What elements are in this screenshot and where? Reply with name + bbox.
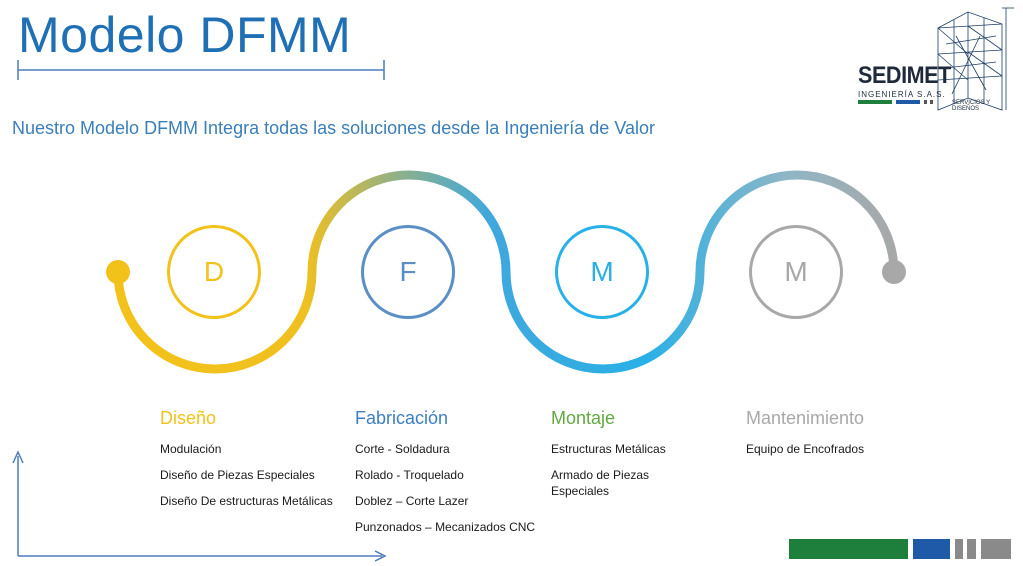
stage-item: Corte - Soldadura bbox=[355, 442, 450, 456]
circle-mantenimiento: M bbox=[749, 225, 843, 319]
stage-title: Montaje bbox=[551, 408, 616, 428]
stage-items: Modulación Diseño de Piezas Especiales D… bbox=[160, 441, 350, 509]
logo-structure-icon bbox=[858, 7, 1014, 111]
title-underline bbox=[17, 60, 385, 80]
stage-item: Rolado - Troquelado bbox=[355, 468, 464, 482]
stage-item: Equipo de Encofrados bbox=[746, 442, 865, 456]
brand-bar-green bbox=[789, 539, 908, 559]
timeline-start-dot bbox=[106, 260, 130, 284]
brand-bar-gray-3 bbox=[981, 539, 1011, 559]
stage-items: Equipo de Encofrados bbox=[746, 441, 936, 457]
stage-item: Estructuras Metálicas bbox=[551, 442, 666, 456]
stage-item: Punzonados – Mecanizados CNC bbox=[355, 520, 536, 534]
logo-services: SERVICIOS Y DISEÑOS bbox=[952, 100, 991, 112]
brand-bar-blue bbox=[913, 539, 950, 559]
brand-bar-gray-1 bbox=[955, 539, 963, 559]
circle-diseno: D bbox=[167, 225, 261, 319]
stage-items: Estructuras Metálicas Armado de Piezas E… bbox=[551, 441, 691, 499]
stage-mantenimiento: Mantenimiento Equipo de Encofrados bbox=[746, 408, 936, 467]
circle-montaje: M bbox=[555, 225, 649, 319]
page-title: Modelo DFMM bbox=[18, 7, 352, 63]
logo-tagline: INGENIERÍA S.A.S. bbox=[858, 90, 946, 99]
sedimet-logo: SEDIMET INGENIERÍA S.A.S. SERVICIOS Y DI… bbox=[856, 6, 1016, 116]
stage-item: Diseño De estructuras Metálicas bbox=[160, 494, 333, 508]
stage-montaje: Montaje Estructuras Metálicas Armado de … bbox=[551, 408, 691, 509]
stage-items: Corte - Soldadura Rolado - Troquelado Do… bbox=[355, 441, 545, 535]
stage-diseno: Diseño Modulación Diseño de Piezas Espec… bbox=[160, 408, 350, 519]
axis-arrows bbox=[12, 450, 387, 562]
stage-item: Diseño de Piezas Especiales bbox=[160, 468, 315, 482]
stage-title: Mantenimiento bbox=[746, 408, 865, 428]
logo-name: SEDIMET bbox=[858, 62, 951, 89]
subtitle: Nuestro Modelo DFMM Integra todas las so… bbox=[12, 118, 656, 138]
circle-fabricacion: F bbox=[361, 225, 455, 319]
timeline-end-dot bbox=[882, 260, 906, 284]
stage-item: Armado de Piezas Especiales bbox=[551, 468, 650, 498]
stage-title: Diseño bbox=[160, 408, 217, 428]
brand-bar-gray-2 bbox=[967, 539, 976, 559]
timeline-wave bbox=[113, 170, 899, 374]
stage-item: Modulación bbox=[160, 442, 222, 456]
stage-fabricacion: Fabricación Corte - Soldadura Rolado - T… bbox=[355, 408, 545, 545]
stage-title: Fabricación bbox=[355, 408, 449, 428]
stage-item: Doblez – Corte Lazer bbox=[355, 494, 469, 508]
